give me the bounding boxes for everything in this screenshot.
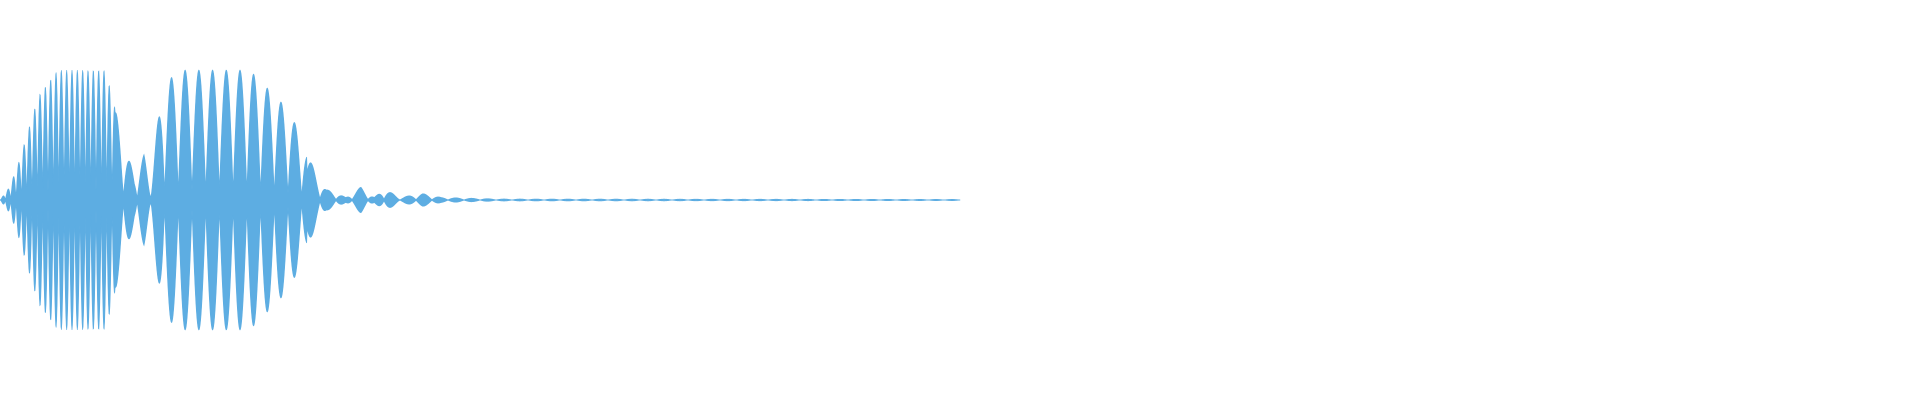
audio-waveform — [0, 69, 961, 331]
